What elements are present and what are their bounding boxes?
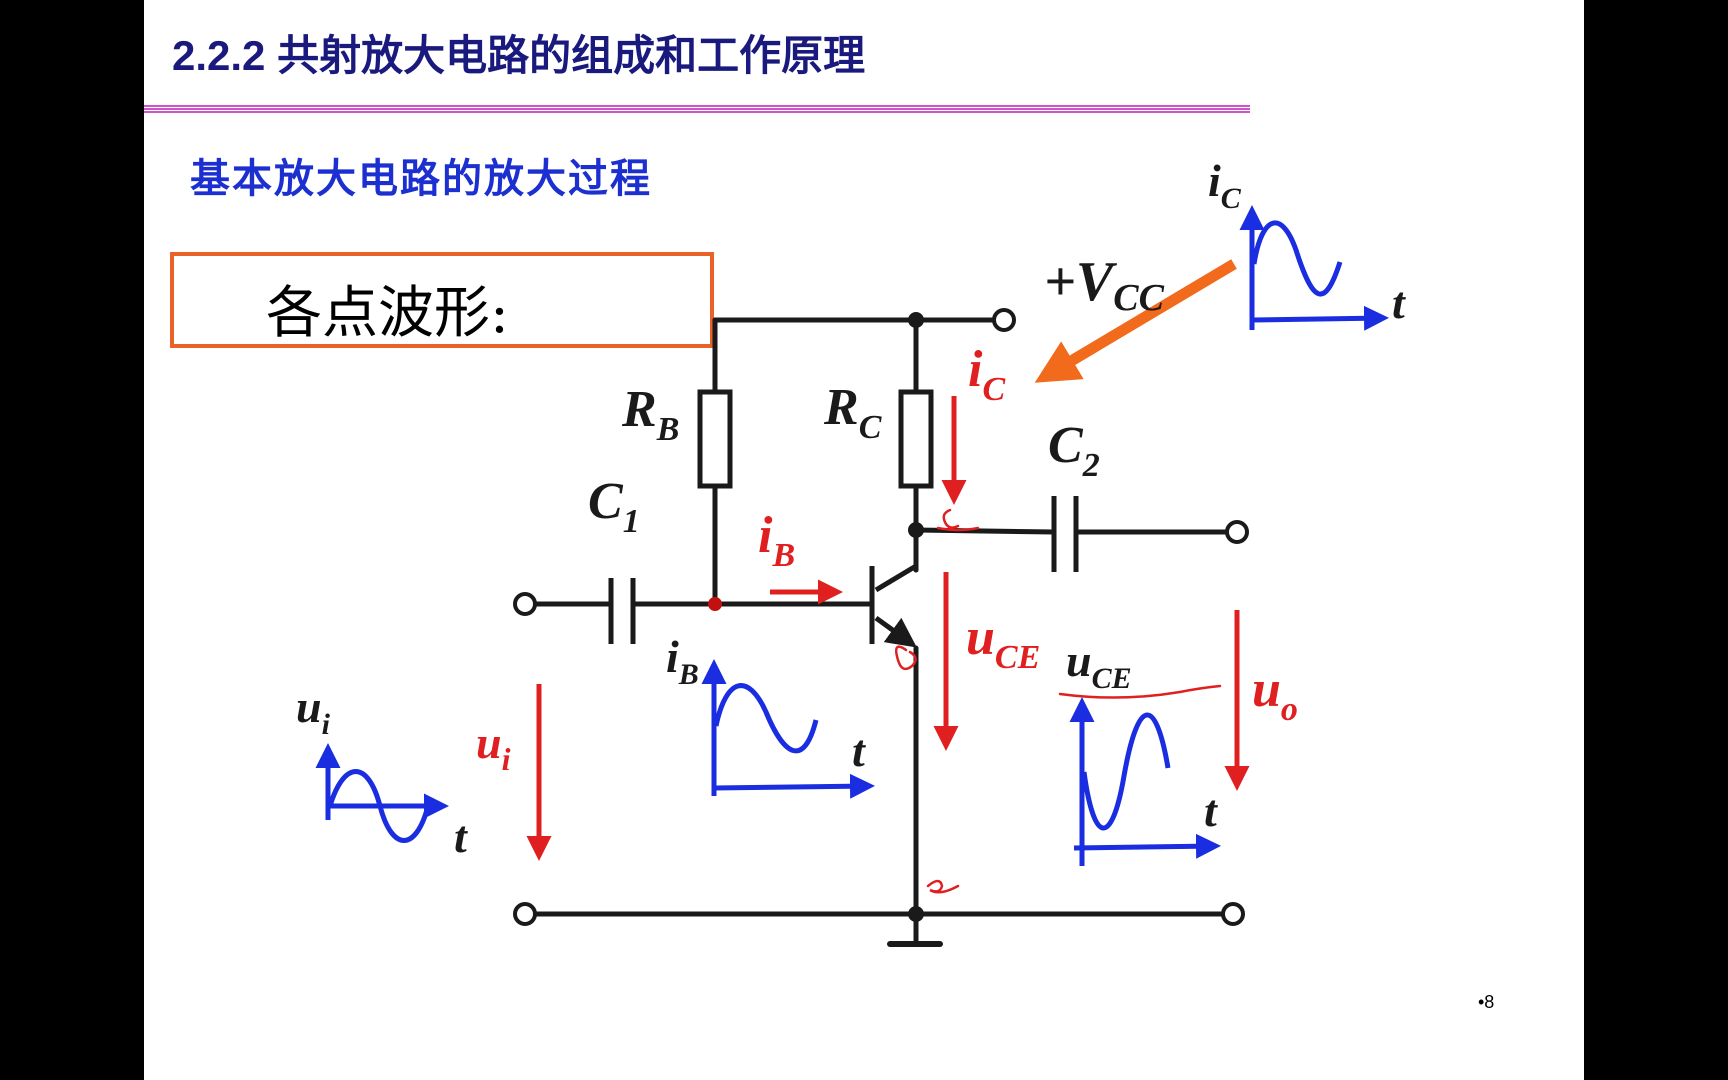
slide-title: 2.2.2 共射放大电路的组成和工作原理: [172, 32, 866, 79]
ic-current-label: iC: [968, 341, 1005, 408]
rc-label: RC: [823, 379, 882, 446]
ui-graph-y-label: ui: [296, 681, 331, 741]
uce-waveform-graph: [1069, 697, 1221, 866]
ic-waveform-graph: [1239, 205, 1389, 331]
input-terminal: [513, 592, 537, 616]
section-subtitle: 基本放大电路的放大过程: [190, 155, 652, 202]
terminals: [513, 308, 1249, 926]
pen-annotations: [895, 508, 1222, 894]
output-wire-left: [913, 527, 1057, 535]
vcc-label: +VCC: [1044, 251, 1165, 319]
ic-graph-y-label: iC: [1208, 155, 1242, 215]
output-terminal: [1225, 520, 1249, 544]
ib-graph-x-label: t: [852, 725, 866, 776]
uce-graph-x-axis: [1073, 833, 1221, 859]
capacitor-c1: [608, 578, 636, 644]
resistor-rb: [697, 389, 733, 489]
uce-graph-x-label: t: [1204, 785, 1218, 836]
uce-graph-y-label: uCE: [1066, 635, 1132, 695]
vcc-terminal: [992, 308, 1016, 332]
ui-voltage-label: ui: [476, 717, 511, 777]
pen-mark-b: [895, 645, 917, 671]
title-divider: [144, 105, 1250, 113]
ui-waveform-graph: [315, 743, 449, 843]
waveform-label-text: 各点波形:: [266, 281, 509, 346]
npn-transistor: [869, 563, 918, 648]
ground-right-terminal: [1221, 902, 1245, 926]
ui-graph-sine: [327, 769, 431, 843]
pen-mark-c: [936, 508, 980, 532]
ib-waveform-graph: [701, 659, 875, 799]
junction-dots: [708, 312, 924, 922]
pen-underline-uce: [1058, 684, 1222, 699]
ib-graph-x-axis: [713, 773, 875, 799]
ic-graph-x-axis: [1251, 305, 1389, 331]
uo-voltage-label: uo: [1252, 661, 1298, 728]
slide: 2.2.2 共射放大电路的组成和工作原理 基本放大电路的放大过程 各点波形:: [144, 0, 1584, 1080]
page-number: •8: [1478, 992, 1495, 1012]
circuit-diagram: +VCC RB RC C1 C2 iB iC uCE ui uo ui t iB…: [296, 155, 1406, 947]
capacitor-c2: [1051, 496, 1079, 572]
ic-graph-sine: [1251, 220, 1343, 297]
uce-graph-sine: [1081, 712, 1171, 831]
c2-label: C2: [1048, 417, 1100, 484]
annotation-arrows: [526, 396, 1250, 861]
pen-mark-e: [926, 879, 960, 894]
ic-pointer-arrow: [1034, 259, 1237, 383]
ib-graph-sine: [713, 683, 819, 754]
ui-graph-x-label: t: [454, 811, 468, 862]
ic-graph-x-label: t: [1392, 277, 1406, 328]
ground-left-terminal: [513, 902, 537, 926]
ib-graph-y-label: iB: [666, 631, 699, 691]
rb-label: RB: [621, 381, 679, 448]
ib-current-label: iB: [758, 507, 795, 574]
uce-voltage-label: uCE: [966, 609, 1040, 676]
resistor-rc: [898, 389, 934, 489]
waveform-label-box: 各点波形:: [170, 252, 714, 348]
c1-label: C1: [588, 473, 640, 540]
